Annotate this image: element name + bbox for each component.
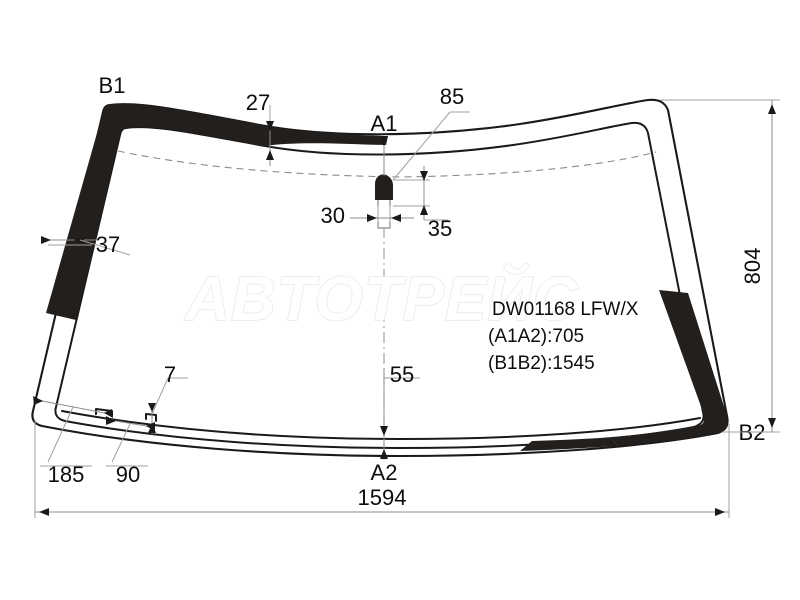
- dim-185-arrow-left: [33, 396, 43, 405]
- sensor-icon: [375, 174, 393, 200]
- dim-90-leader: [111, 423, 131, 463]
- dim-a1-arrow: [380, 136, 388, 146]
- dim-185-leader: [47, 406, 74, 463]
- dim-90-line: [109, 419, 153, 428]
- spec-b1b2-label: (B1B2):1545: [488, 353, 595, 374]
- notch-right-shape: [145, 413, 157, 422]
- dim-1594-arrow-right: [715, 508, 725, 516]
- dim-804-arrow-top: [768, 104, 776, 114]
- dim-90-arrow-right: [146, 422, 155, 431]
- dim-35-arrow-top: [420, 171, 428, 181]
- node-label-a1: A1: [371, 111, 398, 136]
- spec-a1a2-label: (A1A2):705: [488, 326, 584, 347]
- bottom-band-inner-edge: [61, 410, 701, 440]
- dim-27-arrow-bottom: [266, 150, 274, 160]
- dim-27-label: 27: [246, 90, 270, 115]
- black-band-bottom-right: [612, 290, 728, 446]
- dim-90-label: 90: [116, 462, 140, 487]
- part-code-label: DW01168 LFW/X: [492, 299, 639, 320]
- inner-reference-dashed-line: [117, 150, 657, 178]
- dim-185-line: [36, 399, 111, 415]
- dim-37-arrow-right: [74, 236, 84, 244]
- black-band-bottom-sweep: [520, 437, 617, 451]
- dim-30-arrow-left: [367, 214, 377, 222]
- dim-7-arrow-top: [148, 403, 156, 412]
- dim-1594-label: 1594: [358, 485, 407, 510]
- dim-85-label: 85: [440, 84, 464, 109]
- dim-90-arrow-left: [106, 416, 116, 425]
- windshield-inner-outline: [54, 121, 705, 449]
- dim-7-label: 7: [164, 362, 176, 387]
- watermark: ABTOTPEЙC: [183, 263, 579, 334]
- dim-35-arrow-bottom: [420, 205, 428, 215]
- dim-185-arrow-right: [104, 409, 113, 418]
- dim-55-label: 55: [390, 362, 414, 387]
- dim-804-label: 804: [740, 248, 765, 285]
- dim-55-arrow-lower: [380, 426, 388, 436]
- node-label-b1: B1: [99, 73, 126, 98]
- dim-804-arrow-bottom: [768, 418, 776, 428]
- node-label-a2: A2: [371, 460, 398, 485]
- dim-1594-arrow-left: [39, 508, 49, 516]
- black-band-top-left: [46, 104, 388, 320]
- dim-a2-arrow: [380, 449, 388, 459]
- dim-27-arrow-top: [266, 121, 274, 131]
- dim-37-label: 37: [96, 232, 120, 257]
- dim-35-label: 35: [428, 216, 452, 241]
- dim-185-label: 185: [48, 462, 85, 487]
- dim-85-leader: [392, 111, 451, 181]
- dim-37-arrow-left: [41, 236, 51, 244]
- dim-7-leader: [151, 377, 169, 415]
- dim-30-label: 30: [321, 203, 345, 228]
- dim-30-arrow-right: [391, 214, 401, 222]
- dim-37-leader: [79, 239, 131, 256]
